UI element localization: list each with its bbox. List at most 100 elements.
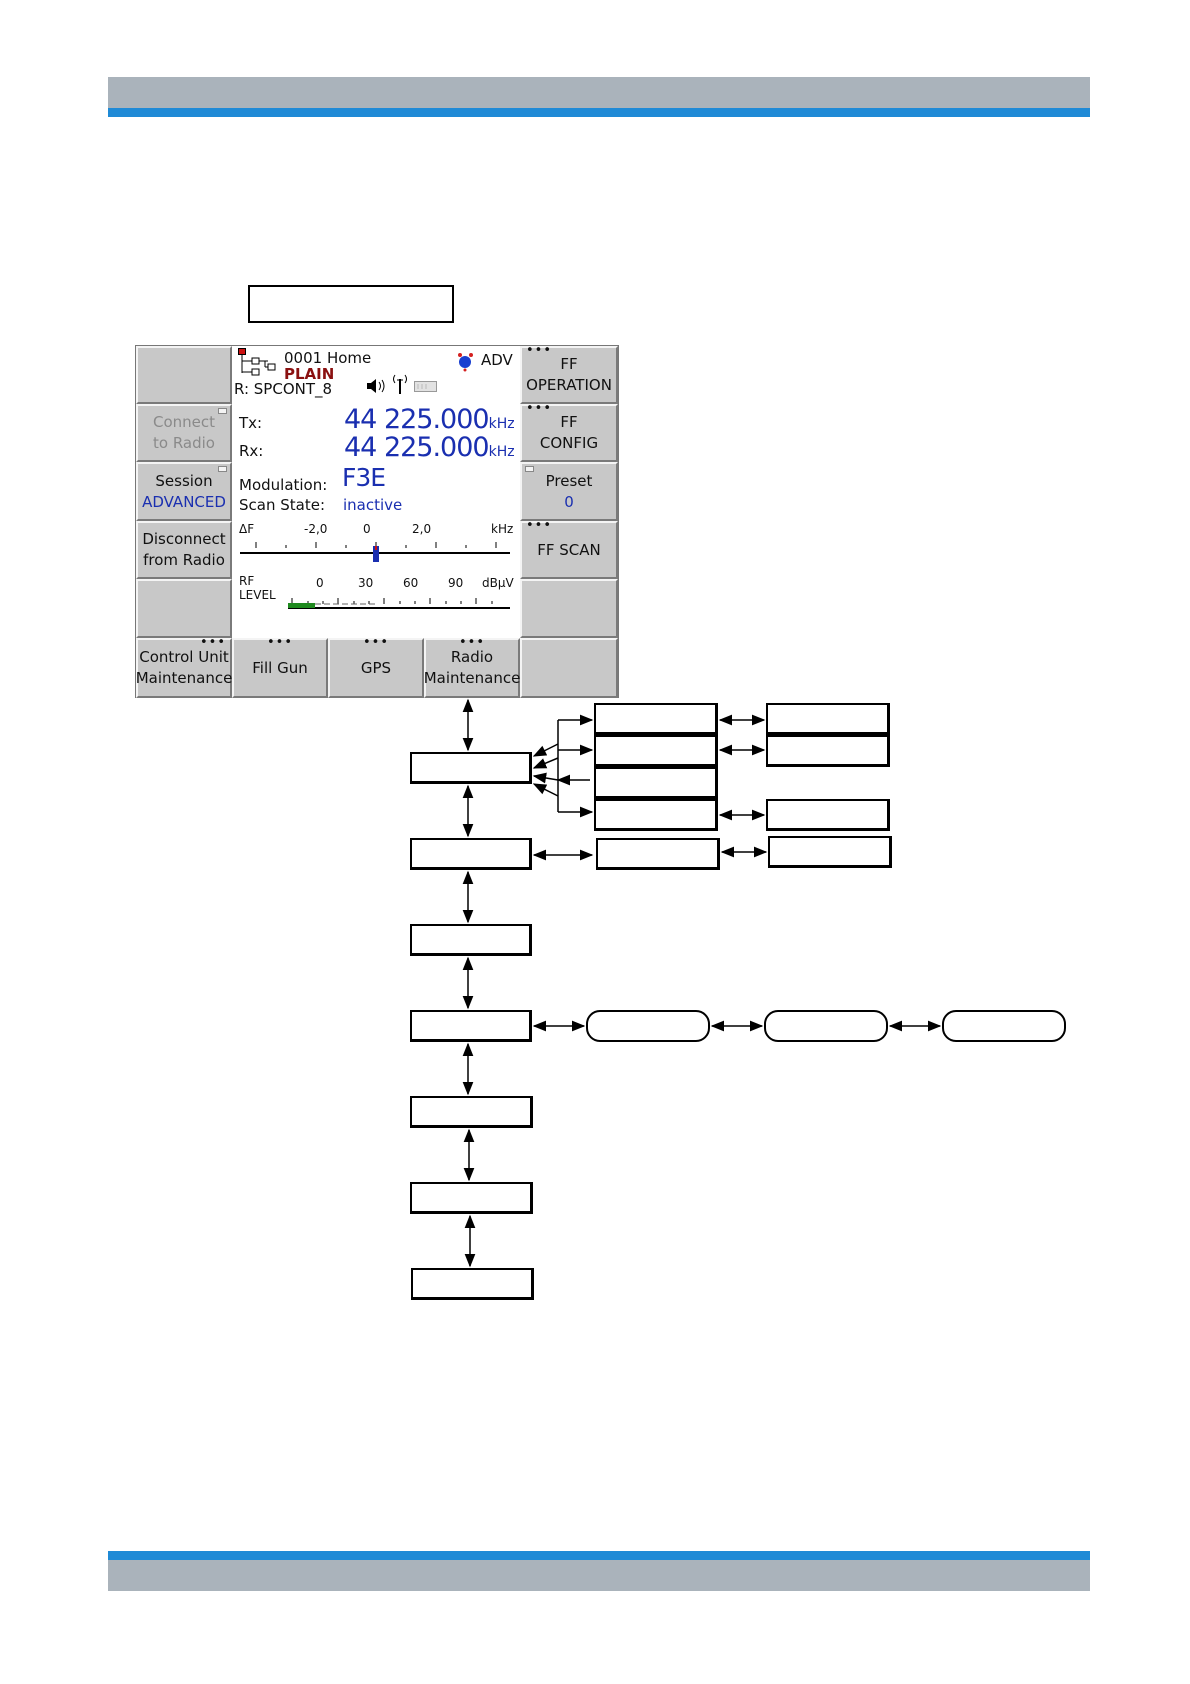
control-unit-maintenance-button[interactable]: ••• Control Unit Maintenance xyxy=(135,635,233,698)
speaker-icon xyxy=(367,379,385,393)
softkey-line1: FF xyxy=(560,413,578,431)
more-dots-icon: ••• xyxy=(526,401,553,416)
flow-box-level1-e xyxy=(410,1096,533,1128)
flow-box-level2-a xyxy=(594,703,718,735)
rf-tick-label: 60 xyxy=(403,576,419,590)
submenu-corner-icon xyxy=(525,466,534,472)
flow-box-level3-a xyxy=(766,703,890,735)
tx-frequency-value: 44 225.000 xyxy=(344,404,490,435)
fill-gun-button[interactable]: ••• Fill Gun xyxy=(232,635,328,698)
flow-box-level3-b xyxy=(766,735,890,767)
flow-box-level2-b xyxy=(594,735,718,767)
ff-scan-button[interactable]: ••• FF SCAN xyxy=(520,518,618,579)
softkey-line2: Maintenance xyxy=(135,669,233,687)
delta-f-unit: kHz xyxy=(491,522,514,536)
preset-button[interactable]: Preset 0 xyxy=(520,462,618,521)
radio-maintenance-button[interactable]: ••• Radio Maintenance xyxy=(423,635,521,698)
modulation-label: Modulation: xyxy=(239,476,328,494)
header-rule xyxy=(108,108,1090,117)
radio-id: R: SPCONT_8 xyxy=(234,380,333,398)
flow-box-level1-f xyxy=(410,1182,533,1214)
globe-icon xyxy=(458,353,473,372)
delta-f-meter xyxy=(240,542,510,562)
radio-control-screen: Connect to Radio Session ADVANCED Discon… xyxy=(135,343,619,698)
ff-operation-button[interactable]: ••• FF OPERATION xyxy=(520,343,618,404)
flow-box-level3-c xyxy=(766,799,890,831)
rx-frequency-value: 44 225.000 xyxy=(344,432,490,463)
softkey-line2: to Radio xyxy=(153,434,215,452)
more-dots-icon: ••• xyxy=(458,635,485,650)
softkey-line2: OPERATION xyxy=(526,376,612,394)
rf-tick-label: 0 xyxy=(316,576,324,590)
delta-f-label: ΔF xyxy=(239,522,255,536)
rf-level-unit: dBμV xyxy=(482,576,514,590)
softkey-line1: GPS xyxy=(360,658,392,677)
modulation-value: F3E xyxy=(342,463,386,492)
softkey-line1: Session xyxy=(155,471,213,490)
mode-indicator: ADV xyxy=(481,351,513,369)
flow-box-level1-c xyxy=(410,924,532,956)
softkey-line2: CONFIG xyxy=(539,434,599,452)
softkey-line2: ADVANCED xyxy=(142,492,226,511)
flow-box-level2-c xyxy=(594,767,718,799)
tx-frequency: 44 225.000kHz xyxy=(344,404,515,435)
softkey-line1: FF SCAN xyxy=(537,540,601,559)
flow-rounded-box-a xyxy=(586,1010,710,1042)
delta-f-tick-label: 0 xyxy=(363,522,371,536)
delta-f-tick-label: -2,0 xyxy=(304,522,328,536)
rf-tick-label: 30 xyxy=(358,576,374,590)
rf-level-label-bottom: LEVEL xyxy=(239,588,276,602)
battery-icon xyxy=(414,381,437,392)
preset-name: 0001 Home xyxy=(284,349,372,367)
softkey-line1: Control Unit xyxy=(139,648,229,666)
security-mode: PLAIN xyxy=(284,365,335,383)
rx-frequency-unit: kHz xyxy=(488,444,515,460)
left-softkey-empty-top[interactable] xyxy=(136,346,232,404)
rf-tick-label: 90 xyxy=(448,576,464,590)
more-dots-icon: ••• xyxy=(362,635,389,650)
more-dots-icon: ••• xyxy=(199,635,226,650)
disconnect-from-radio-button[interactable]: Disconnect from Radio xyxy=(136,521,232,579)
rf-level-label-top: RF xyxy=(239,574,255,588)
rf-level-meter xyxy=(288,598,510,609)
flow-rounded-box-b xyxy=(764,1010,888,1042)
flow-box-level2-e xyxy=(596,838,720,870)
footer-band xyxy=(108,1560,1090,1591)
submenu-corner-icon xyxy=(218,408,227,414)
softkey-line2: from Radio xyxy=(143,551,225,569)
footer-rule xyxy=(108,1551,1090,1560)
session-button[interactable]: Session ADVANCED xyxy=(136,462,232,521)
submenu-corner-icon xyxy=(218,466,227,472)
softkey-line1: Connect xyxy=(152,413,216,431)
rx-label: Rx: xyxy=(239,442,264,460)
softkey-line1: Radio xyxy=(450,648,494,666)
softkey-line2: 0 xyxy=(564,492,574,511)
scan-state-value: inactive xyxy=(343,496,403,514)
softkey-line1: FF xyxy=(560,355,578,373)
delta-f-tick-label: 2,0 xyxy=(412,522,432,536)
tx-label: Tx: xyxy=(239,414,263,432)
softkey-line1: Fill Gun xyxy=(252,658,308,677)
antenna-icon xyxy=(393,374,407,394)
rx-frequency: 44 225.000kHz xyxy=(344,432,515,463)
flow-box-level1-d xyxy=(410,1010,532,1042)
connect-to-radio-button[interactable]: Connect to Radio xyxy=(136,404,232,462)
flow-box-level1-a xyxy=(410,752,532,784)
left-softkey-empty-bottom[interactable] xyxy=(136,579,232,638)
rf-level-bar xyxy=(288,603,315,608)
network-tree-icon xyxy=(238,348,276,376)
more-dots-icon: ••• xyxy=(526,343,553,358)
right-softkey-empty[interactable] xyxy=(520,579,618,638)
bottom-softkey-empty[interactable] xyxy=(520,638,618,698)
ff-config-button[interactable]: ••• FF CONFIG xyxy=(520,401,618,462)
header-band xyxy=(108,77,1090,108)
more-dots-icon: ••• xyxy=(266,635,293,650)
gps-button[interactable]: ••• GPS xyxy=(328,635,424,698)
more-dots-icon: ••• xyxy=(526,518,553,533)
softkey-line2: Maintenance xyxy=(423,669,521,687)
tx-frequency-unit: kHz xyxy=(488,416,515,432)
root-label-box xyxy=(248,285,454,323)
flow-box-level2-d xyxy=(594,799,718,831)
flow-box-level1-b xyxy=(410,838,532,870)
